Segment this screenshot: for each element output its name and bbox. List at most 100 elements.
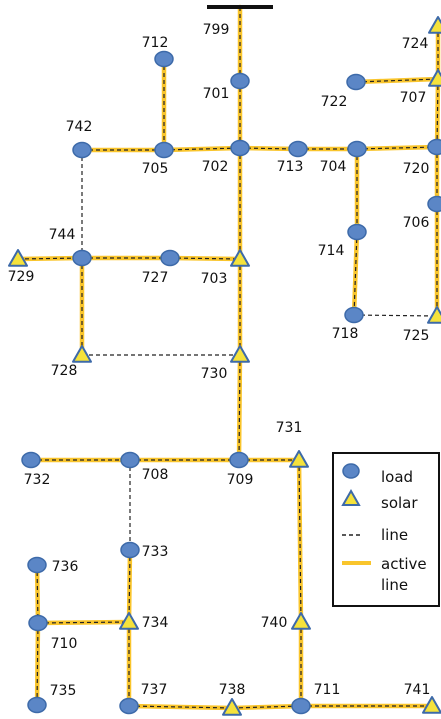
edge-714-718-active (351, 229, 360, 318)
node-label-730: 730 (201, 366, 228, 382)
node-label-799: 799 (203, 22, 230, 38)
legend-load-label: load (381, 468, 413, 486)
edge-718-725-line (353, 314, 438, 317)
load-node-701 (230, 72, 250, 90)
load-node-718 (344, 306, 364, 324)
edge-707-720-line (436, 78, 439, 148)
edge-733-734-line (128, 549, 131, 623)
load-node-708 (120, 451, 140, 469)
node-label-724: 724 (402, 36, 429, 52)
legend-solar-label: solar (381, 494, 418, 512)
edge-710-735-active (34, 620, 41, 708)
load-node-710 (28, 614, 48, 632)
load-node-722 (346, 73, 366, 91)
node-label-708: 708 (142, 467, 169, 483)
node-label-711: 711 (314, 682, 341, 698)
solar-node-725 (427, 306, 441, 324)
edge-704-720-active (354, 144, 440, 152)
node-label-704: 704 (320, 159, 347, 175)
load-node-744 (72, 249, 92, 267)
solar-node-738 (222, 698, 242, 716)
node-label-705: 705 (142, 161, 169, 177)
node-label-702: 702 (202, 159, 229, 175)
legend-load-icon (342, 463, 360, 479)
node-label-744: 744 (49, 227, 76, 243)
load-node-720 (427, 138, 441, 156)
solar-node-731 (289, 450, 309, 468)
load-node-712 (154, 50, 174, 68)
node-label-728: 728 (51, 363, 78, 379)
edge-729-744-line (17, 257, 83, 260)
solar-node-730 (230, 345, 250, 363)
solar-node-734 (119, 612, 139, 630)
load-node-702 (230, 139, 250, 157)
edge-727-703-line (169, 257, 241, 260)
solar-node-729 (8, 249, 28, 267)
node-label-734: 734 (142, 615, 169, 631)
load-node-732 (21, 451, 41, 469)
edges-layer (15, 4, 441, 711)
node-label-742: 742 (66, 119, 93, 135)
nodes-layer (8, 5, 441, 716)
node-label-735: 735 (50, 683, 77, 699)
node-label-732: 732 (24, 472, 51, 488)
solar-node-703 (230, 249, 250, 267)
labels-layer: 701 702 703 704 705 706 707 708 709 710 711 712 713 7… (8, 22, 431, 699)
load-node-737 (119, 697, 139, 715)
node-label-738: 738 (219, 682, 246, 698)
node-label-736: 736 (52, 559, 79, 575)
node-label-727: 727 (142, 270, 169, 286)
load-node-742 (72, 141, 92, 159)
edge-738-711-line (231, 705, 302, 709)
legend: load solar line active line (332, 452, 440, 607)
edge-722-707-active (353, 76, 441, 85)
node-label-733: 733 (142, 544, 169, 560)
node-label-712: 712 (142, 35, 169, 51)
node-label-709: 709 (227, 472, 254, 488)
node-label-720: 720 (403, 161, 430, 177)
load-node-709 (229, 451, 249, 469)
solar-node-740 (291, 612, 311, 630)
node-label-725: 725 (403, 328, 430, 344)
load-node-706 (427, 195, 441, 213)
node-label-722: 722 (321, 94, 348, 110)
node-label-714: 714 (318, 243, 345, 259)
legend-solar-icon (341, 488, 361, 506)
legend-line-label: line (381, 526, 408, 544)
node-label-729: 729 (8, 269, 35, 285)
node-label-737: 737 (141, 682, 168, 698)
legend-active-line-label: active (381, 555, 427, 573)
solar-node-724 (428, 16, 441, 34)
node-label-706: 706 (403, 215, 430, 231)
load-node-711 (291, 697, 311, 715)
edge-710-734-line (37, 621, 130, 624)
legend-active-line-label-2: line (381, 576, 408, 594)
edge-736-710-line (36, 564, 39, 624)
load-node-735 (27, 696, 47, 714)
load-node-733 (120, 541, 140, 559)
solar-node-728 (72, 345, 92, 363)
solar-node-707 (428, 69, 441, 87)
solar-node-741 (422, 696, 441, 714)
node-label-701: 701 (203, 86, 230, 102)
node-label-718: 718 (332, 326, 359, 342)
load-node-714 (347, 223, 367, 241)
load-node-704 (347, 140, 367, 158)
node-label-710: 710 (51, 636, 78, 652)
edge-705-702-line (163, 147, 241, 151)
node-label-740: 740 (261, 615, 288, 631)
edge-704-720-line (356, 146, 438, 150)
node-label-731: 731 (276, 420, 303, 436)
edge-730-709-line (238, 354, 241, 461)
edge-737-738-line (128, 705, 233, 709)
load-node-727 (160, 249, 180, 267)
node-label-703: 703 (201, 271, 228, 287)
node-label-741: 741 (404, 682, 431, 698)
node-label-707: 707 (400, 90, 427, 106)
load-node-736 (27, 556, 47, 574)
load-node-713 (288, 140, 308, 158)
load-node-705 (154, 141, 174, 159)
node-label-713: 713 (277, 159, 304, 175)
edge-731-740-line (298, 459, 302, 623)
